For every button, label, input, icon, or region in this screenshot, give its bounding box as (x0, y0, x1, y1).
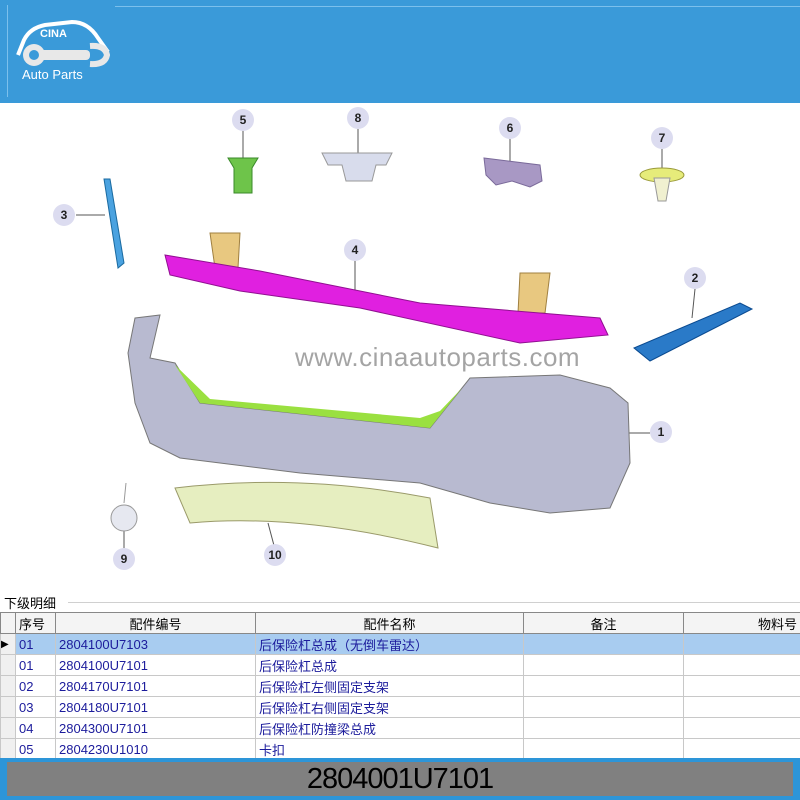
callout-9[interactable]: 9 (113, 548, 135, 570)
divider (7, 5, 8, 97)
parts-table: 序号 配件编号 配件名称 备注 物料号 ▶ 01 2804100U7103 后保… (0, 612, 800, 760)
divider (68, 602, 800, 603)
table-row[interactable]: ▶ 01 2804100U7103 后保险杠总成（无倒车雷达） (0, 633, 800, 655)
cell-note (523, 696, 684, 718)
callout-10[interactable]: 10 (264, 544, 286, 566)
cell-material (683, 696, 800, 718)
table-row[interactable]: 01 2804100U7101 后保险杠总成 (0, 654, 800, 676)
cell-part-no: 2804300U7101 (55, 717, 256, 739)
cell-note (523, 738, 684, 760)
part-7-push-clip (639, 167, 685, 202)
table-row[interactable]: 05 2804230U1010 卡扣 (0, 738, 800, 760)
row-indicator (0, 675, 16, 697)
column-header-name[interactable]: 配件名称 (255, 612, 524, 634)
assembly-part-number: 2804001U7101 (7, 762, 793, 796)
callout-6[interactable]: 6 (499, 117, 521, 139)
table-header-row: 序号 配件编号 配件名称 备注 物料号 (0, 612, 800, 634)
callout-5[interactable]: 5 (232, 109, 254, 131)
part-3-left-bracket (103, 178, 125, 269)
part-10-trim-panel (174, 481, 439, 549)
cell-seq: 01 (15, 633, 56, 655)
cell-note (523, 654, 684, 676)
column-header-note[interactable]: 备注 (523, 612, 684, 634)
cell-material (683, 738, 800, 760)
callout-1[interactable]: 1 (650, 421, 672, 443)
exploded-view-illustration (76, 129, 754, 554)
part-9-cap (110, 482, 138, 532)
callout-7[interactable]: 7 (651, 127, 673, 149)
column-header-part-no[interactable]: 配件编号 (55, 612, 256, 634)
cell-seq: 04 (15, 717, 56, 739)
cell-material (683, 654, 800, 676)
column-header-material[interactable]: 物料号 (683, 612, 800, 634)
row-indicator-header (0, 612, 16, 634)
cell-name: 卡扣 (255, 738, 524, 760)
table-row[interactable]: 03 2804180U7101 后保险杠右侧固定支架 (0, 696, 800, 718)
cell-note (523, 633, 684, 655)
callout-8[interactable]: 8 (347, 107, 369, 129)
cell-material (683, 633, 800, 655)
part-4-impact-beam (164, 232, 609, 344)
row-indicator (0, 717, 16, 739)
cell-part-no: 2804100U7103 (55, 633, 256, 655)
part-5-clip (227, 157, 259, 194)
cell-name: 后保险杠防撞梁总成 (255, 717, 524, 739)
header-banner: CINA Auto Parts (0, 0, 800, 103)
cell-name: 后保险杠总成（无倒车雷达） (255, 633, 524, 655)
divider (115, 6, 800, 7)
cell-part-no: 2804170U7101 (55, 675, 256, 697)
cell-material (683, 675, 800, 697)
part-6-clip (483, 157, 543, 188)
car-wrench-logo-icon (16, 19, 111, 68)
cell-seq: 05 (15, 738, 56, 760)
row-indicator (0, 654, 16, 676)
cell-part-no: 2804100U7101 (55, 654, 256, 676)
cell-seq: 03 (15, 696, 56, 718)
cell-name: 后保险杠左侧固定支架 (255, 675, 524, 697)
row-indicator (0, 738, 16, 760)
part-2-right-bracket (633, 302, 754, 362)
part-1-rear-bumper (127, 314, 631, 514)
table-row[interactable]: 04 2804300U7101 后保险杠防撞梁总成 (0, 717, 800, 739)
callout-3[interactable]: 3 (53, 204, 75, 226)
callout-2[interactable]: 2 (684, 267, 706, 289)
logo-brand: CINA (40, 28, 67, 40)
cell-note (523, 717, 684, 739)
row-indicator (0, 696, 16, 718)
parts-diagram: 5 8 6 7 3 4 2 1 9 10 (0, 103, 800, 590)
table-row[interactable]: 02 2804170U7101 后保险杠左侧固定支架 (0, 675, 800, 697)
cell-part-no: 2804180U7101 (55, 696, 256, 718)
cell-material (683, 717, 800, 739)
watermark: www.cinaautoparts.com (295, 342, 581, 372)
cell-seq: 02 (15, 675, 56, 697)
column-header-seq[interactable]: 序号 (15, 612, 56, 634)
cell-name: 后保险杠总成 (255, 654, 524, 676)
cell-part-no: 2804230U1010 (55, 738, 256, 760)
row-pointer-icon: ▶ (0, 633, 16, 655)
part-8-clip (321, 152, 393, 182)
logo-subtitle: Auto Parts (22, 67, 83, 82)
section-label: 下级明细 (4, 597, 57, 612)
cell-name: 后保险杠右侧固定支架 (255, 696, 524, 718)
cell-seq: 01 (15, 654, 56, 676)
callout-4[interactable]: 4 (344, 239, 366, 261)
footer-bar: 2804001U7101 (0, 758, 800, 800)
cell-note (523, 675, 684, 697)
